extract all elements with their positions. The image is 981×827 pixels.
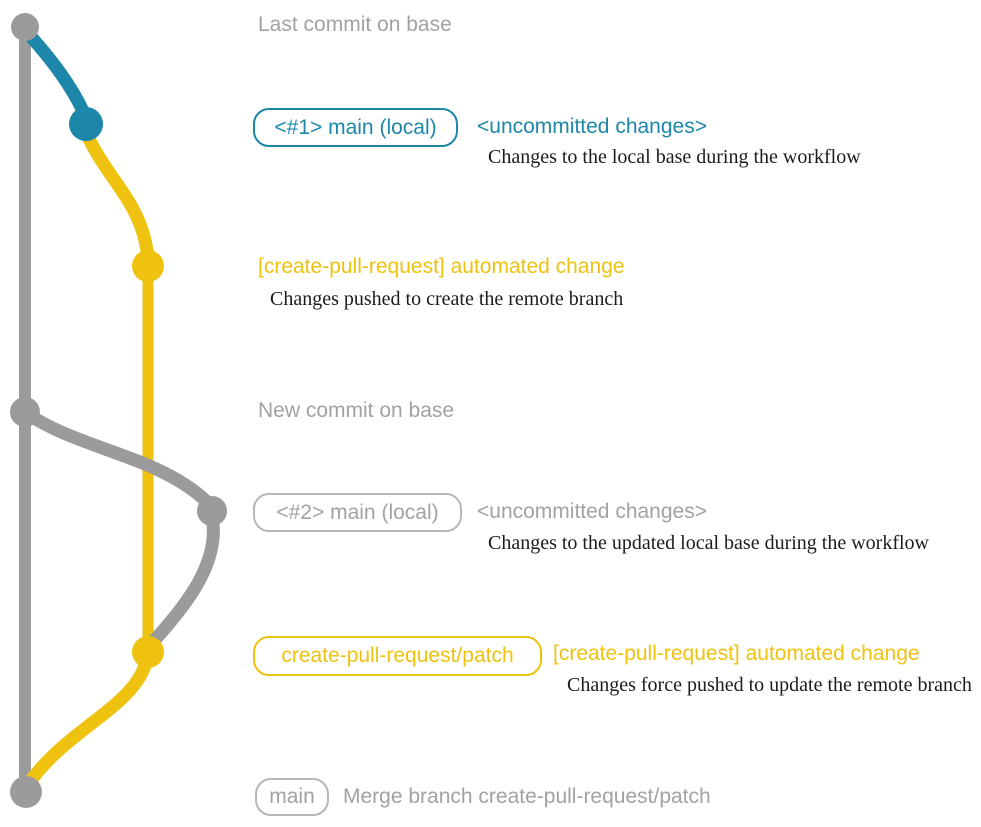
description-force-pushed-update-branch: Changes force pushed to update the remot… [567, 674, 972, 696]
commit-message-merge: Merge branch create-pull-request/patch [343, 785, 711, 808]
branch-tag-main-local-1: <#1> main (local) [253, 108, 458, 147]
annotation-last-commit: Last commit on base [258, 13, 452, 36]
branch-tag-main: main [255, 778, 329, 816]
commit-dot-automated-change-1 [132, 250, 164, 282]
branch-tag-main-local-2: <#2> main (local) [253, 493, 462, 532]
commit-dot-new-base [10, 397, 40, 427]
commit-graph [10, 13, 227, 808]
branch-tag-patch: create-pull-request/patch [253, 636, 542, 676]
commit-message-automated-change-2: [create-pull-request] automated change [553, 642, 920, 665]
description-pushed-create-branch: Changes pushed to create the remote bran… [270, 288, 624, 310]
patch-branch-curve-top [78, 123, 155, 267]
commit-dot-merge [10, 776, 42, 808]
commit-dot-automated-change-2 [132, 636, 164, 668]
rebase-into-patch-curve [144, 509, 220, 651]
commit-dot-last-base [11, 13, 39, 41]
commit-dot-local-main-2 [197, 496, 227, 526]
status-uncommitted-changes-1: <uncommitted changes> [477, 115, 707, 138]
description-updated-local-base-changes: Changes to the updated local base during… [488, 532, 929, 554]
commit-message-automated-change-1: [create-pull-request] automated change [258, 255, 625, 278]
merge-curve [20, 651, 154, 793]
local-main-branch-curve [18, 23, 93, 125]
commit-dot-local-main-1 [69, 107, 103, 141]
annotation-new-commit: New commit on base [258, 399, 455, 422]
base-update-curve [18, 405, 218, 513]
description-local-base-changes: Changes to the local base during the wor… [488, 146, 861, 168]
status-uncommitted-changes-2: <uncommitted changes> [477, 500, 707, 523]
